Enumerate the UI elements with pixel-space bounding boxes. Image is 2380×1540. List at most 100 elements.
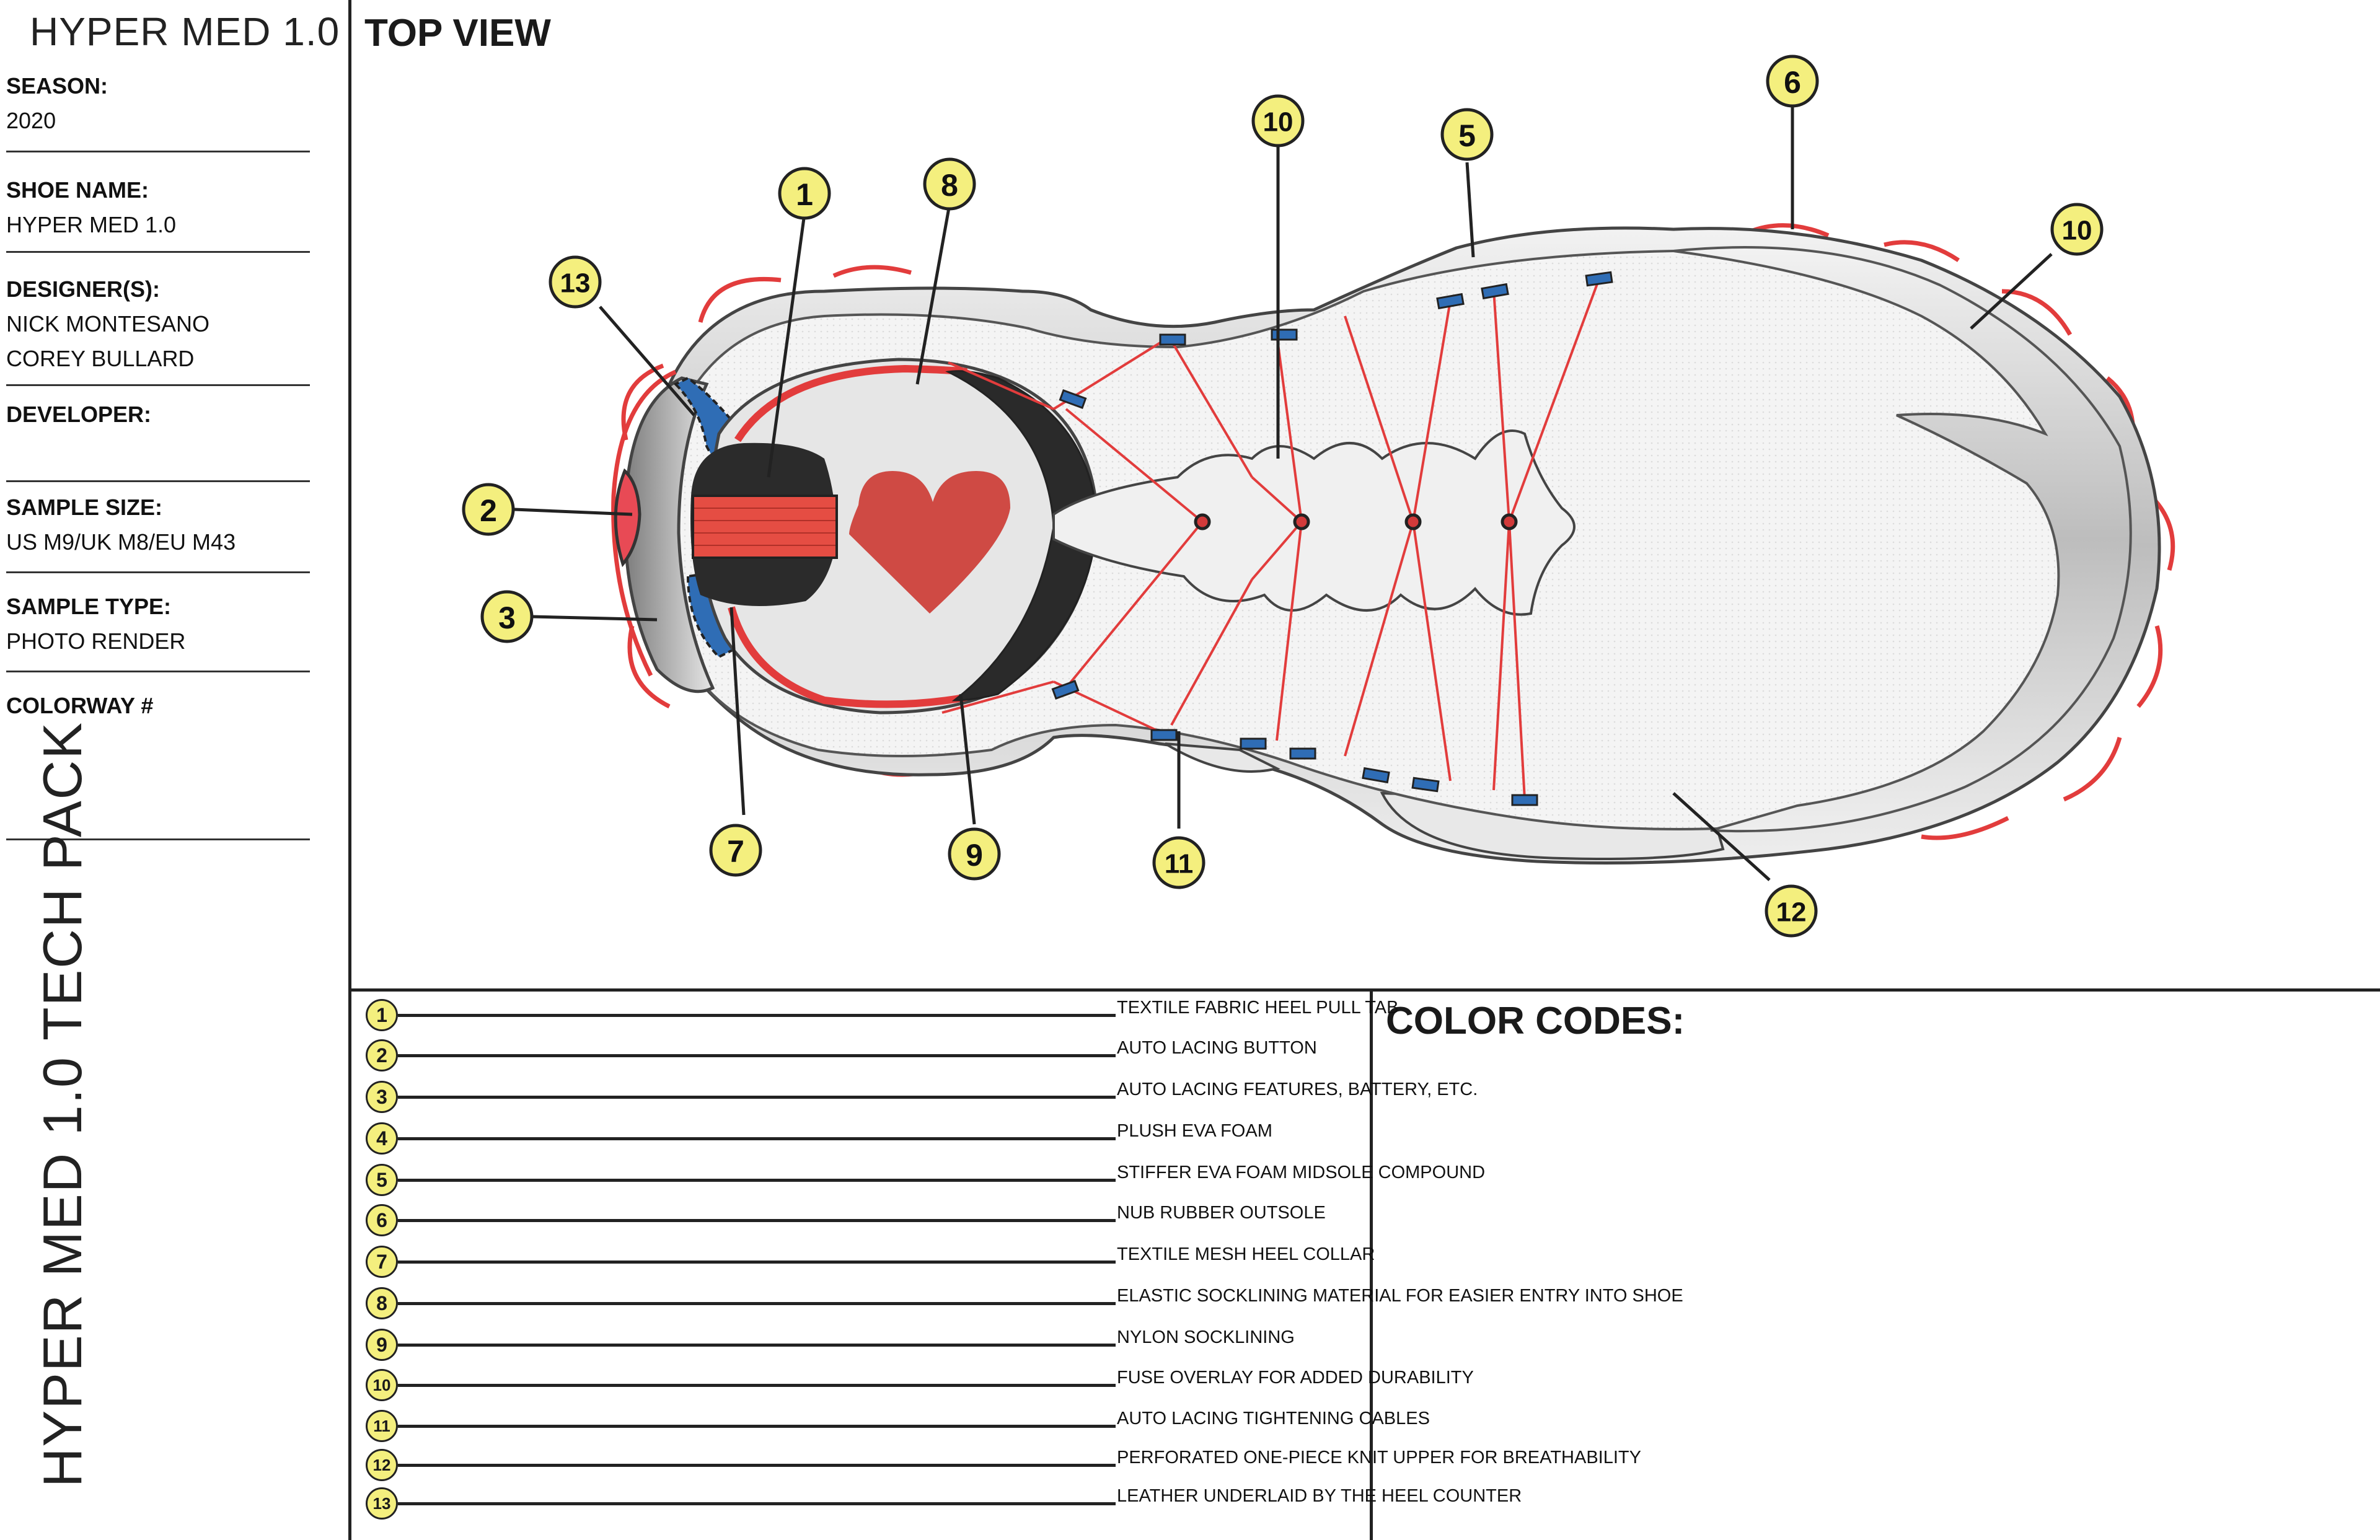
legend-row: 5 STIFFER EVA FOAM MIDSOLE COMPOUND xyxy=(366,1163,1485,1199)
sample-type-label: SAMPLE TYPE: xyxy=(6,594,172,619)
legend-badge: 10 xyxy=(366,1369,398,1401)
legend-row: 7 TEXTILE MESH HEEL COLLAR xyxy=(366,1244,1375,1280)
toe-fuse-overlay xyxy=(1673,246,2132,833)
sidebar: HYPER MED 1.0 SEASON: 2020 SHOE NAME: HY… xyxy=(0,0,347,1540)
color-codes-divider xyxy=(1370,990,1373,1540)
legend-row: 10 FUSE OVERLAY FOR ADDED DURABILITY xyxy=(366,1368,1474,1404)
legend-leader xyxy=(398,1179,1116,1182)
callout-2: 2 xyxy=(480,493,497,528)
colorway-label: COLORWAY # xyxy=(6,693,154,718)
legend-row: 6 NUB RUBBER OUTSOLE xyxy=(366,1203,1326,1239)
legend-text: NUB RUBBER OUTSOLE xyxy=(1117,1203,1326,1223)
field-divider xyxy=(6,480,310,482)
callout-9: 9 xyxy=(966,838,983,873)
legend-text: AUTO LACING TIGHTENING CABLES xyxy=(1117,1409,1430,1428)
season-label: SEASON: xyxy=(6,73,108,99)
field-divider xyxy=(6,671,310,672)
section-divider xyxy=(348,988,2380,992)
legend-leader xyxy=(398,1096,1116,1099)
legend-text: NYLON SOCKLINING xyxy=(1117,1327,1295,1347)
shoe-top-view-diagram: 1 2 3 5 6 7 8 9 10 10 11 12 13 xyxy=(462,55,2175,938)
legend-badge: 9 xyxy=(366,1329,398,1361)
field-divider xyxy=(6,151,310,152)
shoe-name-value: HYPER MED 1.0 xyxy=(6,212,177,237)
designer-2-value: COREY BULLARD xyxy=(6,346,195,371)
callout-13: 13 xyxy=(560,268,591,299)
auto-lacing-button xyxy=(614,468,641,568)
top-view-title: TOP VIEW xyxy=(364,12,551,55)
legend-text: FUSE OVERLAY FOR ADDED DURABILITY xyxy=(1117,1368,1474,1388)
developer-label: DEVELOPER: xyxy=(6,402,152,427)
callout-6: 6 xyxy=(1784,65,1801,100)
legend-text: LEATHER UNDERLAID BY THE HEEL COUNTER xyxy=(1117,1486,1522,1506)
legend-badge: 4 xyxy=(366,1122,398,1155)
callout-1: 1 xyxy=(796,177,813,212)
legend-text: PLUSH EVA FOAM xyxy=(1117,1121,1272,1141)
callout-5: 5 xyxy=(1458,118,1476,153)
legend-badge: 12 xyxy=(366,1449,398,1481)
field-divider xyxy=(6,384,310,386)
heart-icon xyxy=(849,471,1010,614)
callout-12: 12 xyxy=(1776,897,1807,928)
heel-red-trim xyxy=(611,369,677,677)
legend-leader xyxy=(398,1302,1116,1305)
lacing-cage-overlay xyxy=(1052,429,1576,616)
legend-badge: 3 xyxy=(366,1081,398,1113)
legend-badge: 5 xyxy=(366,1164,398,1196)
field-divider xyxy=(6,251,310,253)
legend-text: STIFFER EVA FOAM MIDSOLE COMPOUND xyxy=(1117,1163,1486,1182)
legend-row: 3 AUTO LACING FEATURES, BATTERY, ETC. xyxy=(366,1080,1478,1115)
callout-10: 10 xyxy=(1263,107,1294,138)
callout-8: 8 xyxy=(941,168,958,203)
lacing-eyelets xyxy=(1194,513,1518,530)
legend-text: TEXTILE FABRIC HEEL PULL TAB xyxy=(1117,998,1399,1018)
legend-text: PERFORATED ONE-PIECE KNIT UPPER FOR BREA… xyxy=(1117,1448,1641,1467)
season-value: 2020 xyxy=(6,108,56,133)
legend-leader xyxy=(398,1261,1116,1264)
cable-anchors xyxy=(1051,271,1613,806)
legend-leader xyxy=(398,1137,1116,1140)
legend-leader xyxy=(398,1014,1116,1017)
callout-10-toe: 10 xyxy=(2062,216,2092,246)
callout-badges xyxy=(462,55,2104,938)
callout-leaders xyxy=(514,107,2053,881)
legend-row: 12 PERFORATED ONE-PIECE KNIT UPPER FOR BR… xyxy=(366,1448,1641,1484)
legend-badge: 2 xyxy=(366,1039,398,1071)
legend-badge: 11 xyxy=(366,1410,398,1442)
field-divider xyxy=(6,571,310,573)
legend-badge: 6 xyxy=(366,1204,398,1236)
color-codes-title: COLOR CODES: xyxy=(1386,1000,1685,1042)
designers-label: DESIGNER(S): xyxy=(6,276,161,302)
app-title: HYPER MED 1.0 xyxy=(30,9,340,54)
legend-leader xyxy=(398,1425,1116,1428)
legend-leader xyxy=(398,1464,1116,1467)
heel-pull-tab xyxy=(690,442,838,606)
shoe-name-label: SHOE NAME: xyxy=(6,177,149,203)
callout-11: 11 xyxy=(1165,849,1194,879)
legend-badge: 8 xyxy=(366,1287,398,1319)
sidebar-divider xyxy=(348,0,351,1540)
callout-3: 3 xyxy=(498,601,516,635)
legend-row: 11 AUTO LACING TIGHTENING CABLES xyxy=(366,1409,1430,1445)
legend-leader xyxy=(398,1502,1116,1505)
heel-collar xyxy=(728,364,968,708)
sample-size-value: US M9/UK M8/EU M43 xyxy=(6,529,236,555)
field-divider xyxy=(6,838,310,840)
legend-leader xyxy=(398,1054,1116,1057)
sample-size-label: SAMPLE SIZE: xyxy=(6,495,163,520)
legend-text: ELASTIC SOCKLINING MATERIAL FOR EASIER E… xyxy=(1117,1286,1683,1306)
legend-badge: 7 xyxy=(366,1246,398,1278)
legend-row: 8 ELASTIC SOCKLINING MATERIAL FOR EASIER … xyxy=(366,1286,1683,1322)
legend-text: AUTO LACING FEATURES, BATTERY, ETC. xyxy=(1117,1080,1478,1099)
legend-row: 4 PLUSH EVA FOAM xyxy=(366,1121,1295,1157)
heel-counter xyxy=(624,376,715,693)
callout-7: 7 xyxy=(727,834,744,869)
legend-leader xyxy=(398,1344,1116,1347)
sample-type-value: PHOTO RENDER xyxy=(6,628,186,654)
legend-leader xyxy=(398,1384,1116,1387)
legend-text: TEXTILE MESH HEEL COLLAR xyxy=(1117,1244,1375,1264)
designer-1-value: NICK MONTESANO xyxy=(6,311,210,337)
